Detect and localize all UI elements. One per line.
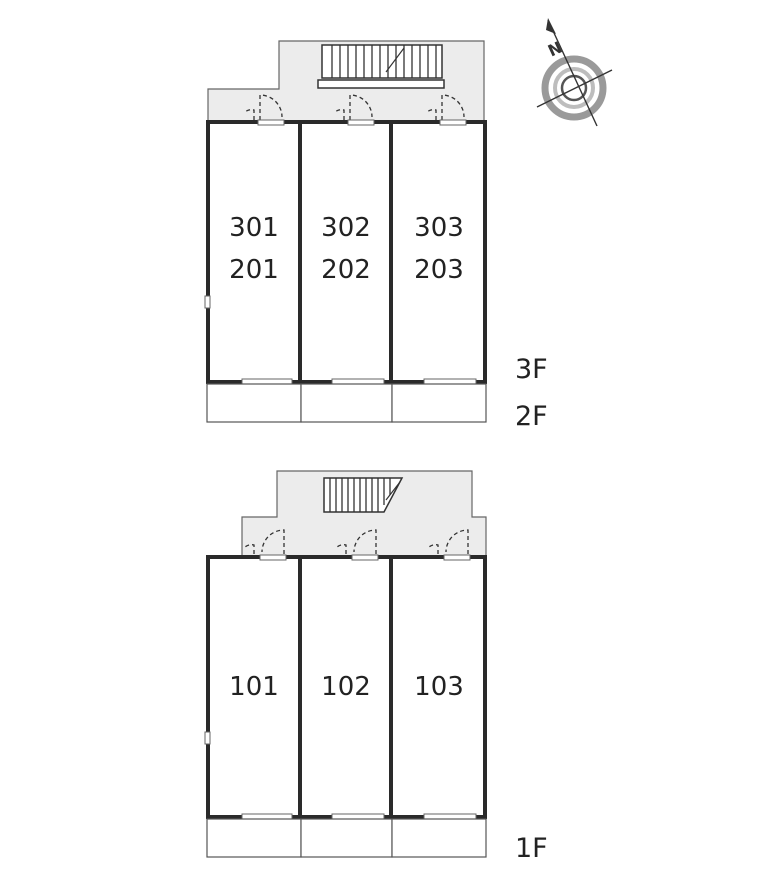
- unit-label-302: 302: [321, 213, 371, 243]
- door-icon-103: [427, 529, 469, 554]
- lower-unit-rooms: [204, 554, 487, 820]
- north-compass-icon: N: [536, 18, 613, 127]
- lower-door-icons: [243, 529, 469, 554]
- door-icon-301: [243, 94, 283, 120]
- floor-label-1f: 1F: [515, 833, 548, 864]
- unit-label-101: 101: [229, 672, 279, 702]
- upper-door-icons: [243, 94, 465, 120]
- unit-label-103: 103: [414, 672, 464, 702]
- upper-unit-rooms: [204, 119, 487, 385]
- door-icon-303: [425, 94, 465, 120]
- floor-label-3f: 3F: [515, 354, 548, 385]
- upper-balconies: [206, 383, 487, 423]
- door-icon-302: [333, 94, 373, 120]
- door-icon-101: [243, 529, 285, 554]
- unit-label-301: 301: [229, 213, 279, 243]
- lower-balconies: [206, 818, 487, 858]
- unit-label-303: 303: [414, 213, 464, 243]
- unit-label-203: 203: [414, 255, 464, 285]
- upper-staircase-icon: [317, 44, 445, 89]
- upper-block: 301 201 302 202 303 203 3F 2F: [204, 40, 548, 432]
- unit-label-201: 201: [229, 255, 279, 285]
- unit-label-202: 202: [321, 255, 371, 285]
- lower-block: 101 102 103 1F: [204, 470, 548, 864]
- door-icon-102: [335, 529, 377, 554]
- floor-label-2f: 2F: [515, 401, 548, 432]
- lower-staircase-icon: [323, 477, 404, 513]
- unit-label-102: 102: [321, 672, 371, 702]
- compass-north-letter: N: [545, 38, 565, 61]
